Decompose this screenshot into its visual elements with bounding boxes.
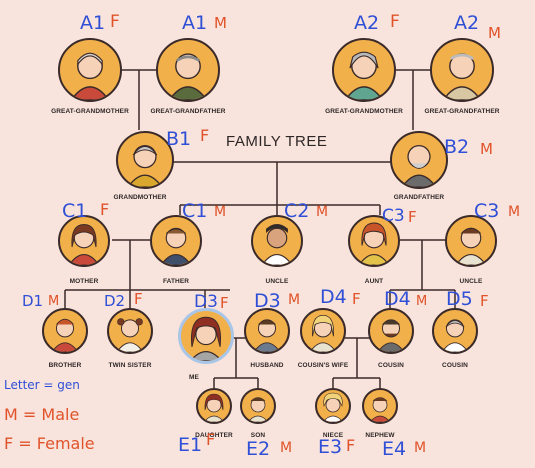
code-annotation-cousin: D4: [384, 288, 411, 310]
sex-annotation-mother: F: [100, 200, 110, 219]
code-annotation-grandfather: B2: [444, 136, 470, 158]
sex-annotation-cousin: M: [416, 294, 428, 309]
aunt-label: AUNT: [364, 278, 384, 285]
sex-annotation-cousins-wife: F: [352, 290, 361, 308]
niece-label: NIECE: [322, 432, 344, 439]
code-annotation-uncle-2: C3: [474, 200, 500, 222]
sex-annotation-cousin-2: F: [480, 292, 489, 310]
great-grandfather-avatar: [156, 38, 220, 102]
grandfather-label: GRANDFATHER: [393, 194, 445, 201]
great-grandmother-2-avatar: [332, 38, 396, 102]
cousin-2-avatar: [432, 308, 478, 354]
nephew-avatar: [362, 388, 398, 424]
grandmother-avatar: [116, 131, 174, 189]
legend-generation: Letter = gen: [4, 378, 80, 392]
son-avatar: [240, 388, 276, 424]
code-annotation-me: D3: [194, 292, 218, 312]
twin-sister-avatar: [107, 308, 153, 354]
code-annotation-mother: C1: [62, 200, 88, 222]
code-annotation-ggf1: A1: [182, 12, 208, 34]
husband-avatar: [244, 308, 290, 354]
sex-annotation-ggf2: M: [488, 24, 501, 42]
uncle-2-label: UNCLE: [459, 278, 483, 285]
code-annotation-uncle: C2: [284, 200, 310, 222]
sex-annotation-uncle: M: [316, 204, 329, 220]
code-annotation-twin-sister: D2: [104, 292, 126, 310]
sex-annotation-uncle-2: M: [508, 204, 521, 220]
sex-annotation-grandmother: F: [200, 126, 210, 145]
aunt-avatar: [348, 215, 400, 267]
code-annotation-niece: E3: [318, 436, 343, 458]
father-avatar: [150, 215, 202, 267]
code-annotation-brother: D1: [22, 292, 44, 310]
brother-label: BROTHER: [48, 362, 82, 369]
sex-annotation-aunt: F: [408, 208, 417, 226]
code-annotation-father: C1: [182, 200, 208, 222]
great-grandmother-label: GREAT-GRANDMOTHER: [51, 108, 129, 115]
sex-annotation-grandfather: M: [480, 140, 493, 158]
legend-male: M = Male: [4, 405, 80, 424]
code-annotation-son: E2: [246, 438, 271, 460]
code-annotation-ggf2: A2: [454, 12, 480, 34]
mother-label: MOTHER: [69, 278, 99, 285]
great-grandfather-label: GREAT-GRANDFATHER: [150, 108, 226, 115]
uncle-2-avatar: [445, 215, 497, 267]
diagram-title: FAMILY TREE: [226, 133, 328, 150]
son-label: SON: [250, 432, 266, 439]
code-annotation-husband: D3: [254, 290, 281, 312]
sex-annotation-ggm2: F: [390, 12, 400, 32]
code-annotation-cousin-2: D5: [446, 288, 473, 310]
daughter-avatar: [196, 388, 232, 424]
me-avatar: [178, 308, 234, 364]
brother-avatar: [42, 308, 88, 354]
daughter-label: DAUGHTER: [195, 432, 233, 439]
sex-annotation-me: F: [220, 294, 229, 312]
code-annotation-aunt: C3: [382, 206, 405, 226]
cousin-label: COUSIN: [378, 362, 404, 369]
great-grandmother-avatar: [58, 38, 122, 102]
code-annotation-grandmother: B1: [166, 128, 192, 150]
code-annotation-ggm1: A1: [80, 12, 106, 34]
code-annotation-nephew: E4: [382, 438, 407, 460]
great-grandfather-2-avatar: [430, 38, 494, 102]
cousins-wife-label: COUSIN'S WIFE: [297, 362, 349, 369]
cousin-2-label: COUSIN: [442, 362, 468, 369]
sex-annotation-father: M: [214, 204, 227, 220]
great-grandmother-2-label: GREAT-GRANDMOTHER: [325, 108, 403, 115]
uncle-avatar: [251, 215, 303, 267]
sex-annotation-twin-sister: F: [134, 290, 143, 308]
sex-annotation-brother: M: [48, 294, 60, 309]
cousin-avatar: [368, 308, 414, 354]
sex-annotation-son: M: [280, 440, 293, 456]
uncle-label: UNCLE: [265, 278, 289, 285]
mother-avatar: [58, 215, 110, 267]
me-label: ME: [189, 374, 199, 381]
niece-avatar: [315, 388, 351, 424]
grandfather-avatar: [390, 131, 448, 189]
code-annotation-daughter: E1: [178, 434, 203, 456]
sex-annotation-nephew: M: [414, 440, 427, 456]
father-label: FATHER: [162, 278, 190, 285]
cousins-wife-avatar: [300, 308, 346, 354]
great-grandfather-2-label: GREAT-GRANDFATHER: [424, 108, 500, 115]
sex-annotation-daughter: F: [206, 430, 216, 449]
nephew-label: NEPHEW: [365, 432, 395, 439]
twin-sister-label: TWIN SISTER: [108, 362, 152, 369]
code-annotation-cousins-wife: D4: [320, 286, 347, 308]
sex-annotation-niece: F: [346, 436, 356, 455]
legend-female: F = Female: [4, 434, 95, 453]
grandmother-label: GRANDMOTHER: [113, 194, 167, 201]
code-annotation-ggm2: A2: [354, 12, 380, 34]
sex-annotation-ggf1: M: [214, 14, 227, 32]
sex-annotation-husband: M: [288, 292, 301, 308]
sex-annotation-ggm1: F: [110, 12, 120, 32]
husband-label: HUSBAND: [250, 362, 284, 369]
